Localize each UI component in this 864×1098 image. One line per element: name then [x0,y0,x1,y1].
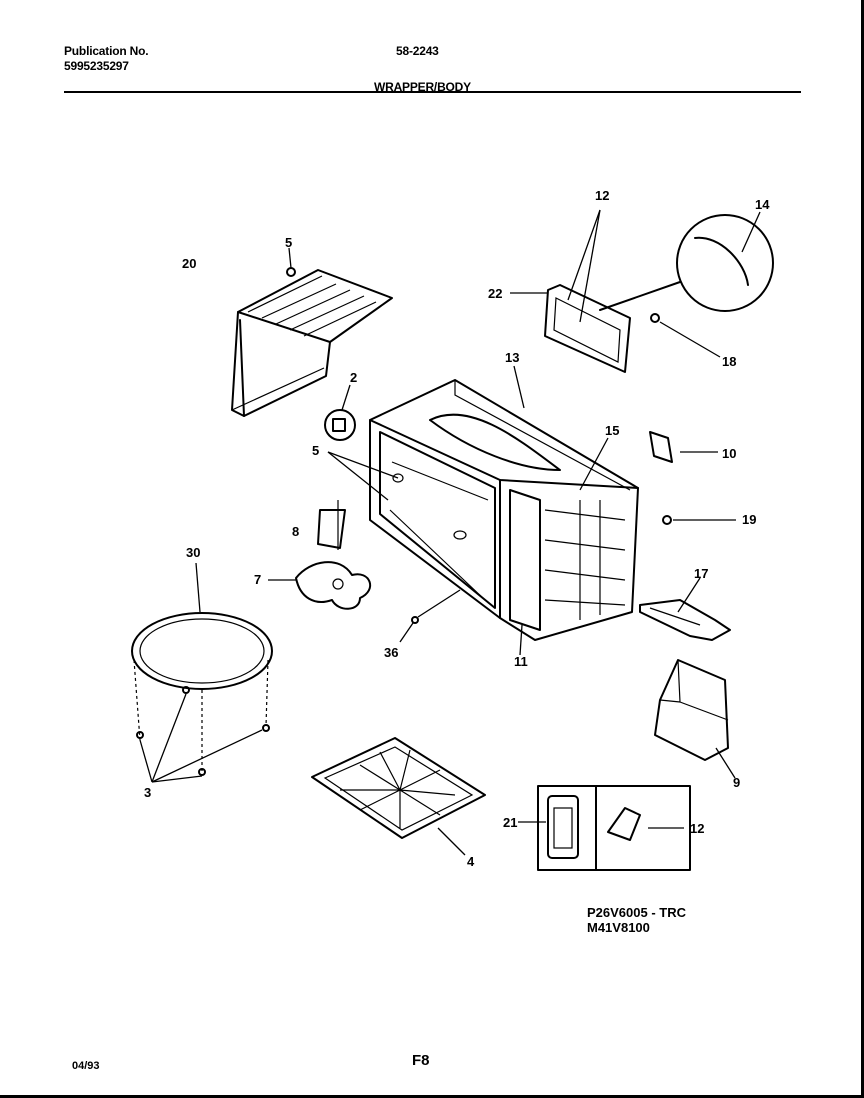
part-9-housing[interactable] [654,659,736,779]
part-18-screw[interactable] [650,313,721,358]
label-part-19: 19 [742,512,756,527]
label-part-30: 30 [186,545,200,560]
footer-page-code: F8 [412,1052,430,1069]
model-list: P26V6005 - TRC M41V8100 [587,905,686,935]
label-part-9: 9 [733,775,740,790]
label-part-12-top: 12 [595,188,609,203]
label-part-3: 3 [144,785,151,800]
label-part-36: 36 [384,645,398,660]
label-part-22: 22 [488,286,502,301]
label-part-10: 10 [722,446,736,461]
label-part-21: 21 [503,815,517,830]
part-30-ring[interactable] [131,562,273,772]
parts-21-12-inset[interactable] [518,785,691,871]
model-line: M41V8100 [587,920,650,935]
model-code: 58-2243 [396,44,439,58]
part-13-leader [513,365,525,409]
part-3-rollers[interactable] [136,686,270,783]
part-7-fan[interactable] [268,561,372,610]
publication-number: 5995235297 [64,59,129,73]
publication-label: Publication No. [64,44,149,58]
label-part-17: 17 [694,566,708,581]
label-part-5-cabinet: 5 [312,443,319,458]
part-10-plate[interactable] [649,431,718,463]
part-5-screw-top[interactable] [286,247,296,277]
part-22-bracket[interactable] [510,209,631,373]
label-part-14: 14 [755,197,770,212]
model-line: P26V6005 - TRC [587,905,686,920]
part-4-tray[interactable] [311,737,486,856]
section-title: WRAPPER/BODY [374,80,471,94]
label-part-20: 20 [182,256,196,271]
label-part-11: 11 [514,654,528,669]
label-part-4: 4 [467,854,475,869]
cabinet-body[interactable] [369,379,639,641]
label-part-7: 7 [254,572,261,587]
label-part-13: 13 [505,350,519,365]
label-part-2: 2 [350,370,357,385]
part-20-top-cover[interactable] [231,269,393,417]
label-part-18: 18 [722,354,736,369]
part-5-cabinet-screws [327,451,399,501]
part-8-bracket[interactable] [317,500,346,550]
label-part-12-inset: 12 [690,821,704,836]
header-rule [64,91,801,93]
part-14-detail[interactable] [599,211,774,312]
part-17-duct[interactable] [639,577,731,641]
label-part-15: 15 [605,423,619,438]
part-11-leader [519,624,523,656]
part-19-screw[interactable] [662,515,736,525]
label-part-5-top: 5 [285,235,292,250]
footer-date: 04/93 [72,1060,100,1072]
part-2-inset[interactable] [324,384,356,441]
label-part-8: 8 [292,524,299,539]
part-36-clip[interactable] [399,589,461,643]
part-15-leader [579,437,609,491]
